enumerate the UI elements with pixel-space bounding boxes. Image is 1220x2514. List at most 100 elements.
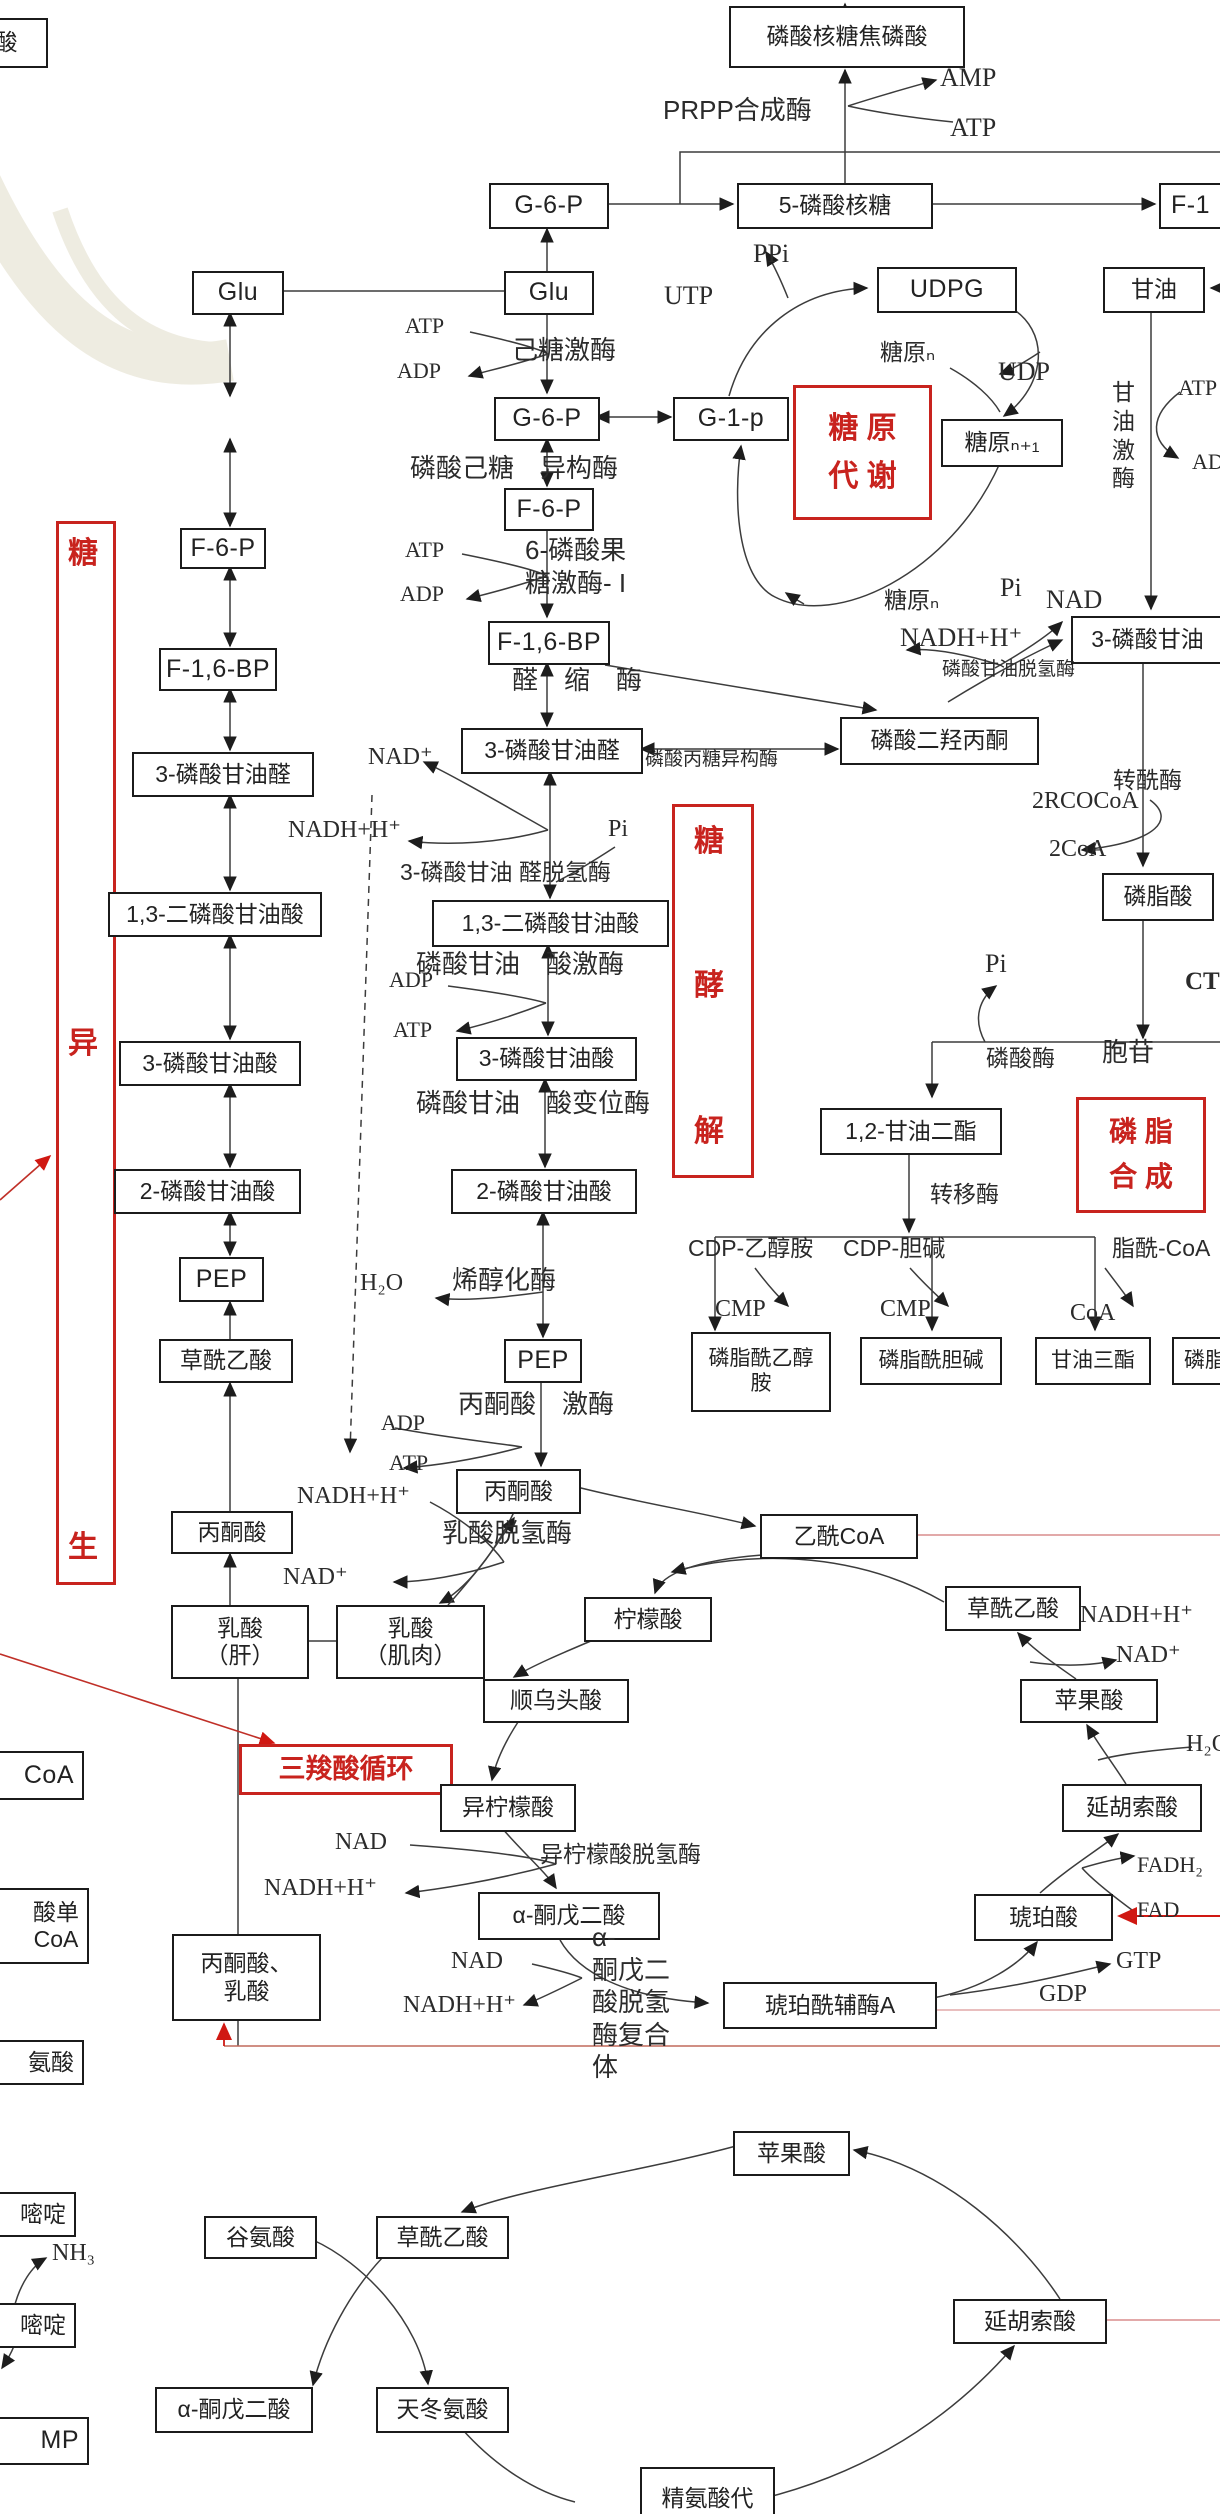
pi-gapdh: Pi (608, 816, 629, 842)
adp-hexokinase: ADP (397, 358, 442, 383)
hexose-p-isomerase: 磷酸己糖 异构酶 (410, 453, 619, 483)
mp-cut: MP (0, 2417, 89, 2465)
glycerol: 甘油 (1103, 267, 1205, 313)
pc: 磷脂酰胆碱 (860, 1337, 1002, 1385)
pg-kinase: 磷酸甘油 酸激酶 (416, 949, 625, 979)
nadh-gapdh: NADH+H⁺ (288, 817, 401, 843)
atp-hexokinase: ATP (405, 313, 445, 338)
adp-glycerol-kinase: ADP (1192, 449, 1220, 474)
atp-pk: ATP (389, 1450, 429, 1475)
succinyl-coa: 琥珀酰辅酶A (723, 1982, 937, 2029)
pep-mid: PEP (504, 1339, 582, 1383)
pyrimidine1-cut: 嘧啶 (0, 2192, 76, 2237)
nadh-ldh: NADH+H⁺ (297, 1483, 410, 1509)
rcocoa: 2RCOCoA (1032, 788, 1139, 814)
prpp: 磷酸核糖焦磷酸 (729, 6, 965, 68)
adp-pk: ADP (381, 1410, 426, 1435)
aldolase: 醛 缩 酶 (512, 665, 643, 695)
pg-mutase: 磷酸甘油 酸变位酶 (416, 1088, 651, 1118)
fumarate-bottom: 延胡索酸 (953, 2299, 1107, 2344)
f6p-left: F-6-P (180, 528, 266, 569)
coa-cut: CoA (0, 1751, 84, 1800)
glycolysis-box (672, 804, 754, 1178)
acyl-transferase: 转酰酶 (1113, 767, 1182, 793)
arginine-cut: 精氨酸代 (640, 2467, 775, 2514)
bpg-mid: 1,3-二磷酸甘油酸 (432, 900, 669, 947)
glycerol-p-dehydrogenase: 磷酸甘油脱氢酶 (942, 659, 1076, 680)
g1p: G-1-p (673, 397, 789, 441)
triose-p-isomerase: 磷酸丙糖异构酶 (645, 749, 779, 770)
acyl-coa: 脂酰-CoA (1112, 1235, 1211, 1261)
gly-char-jie: 解 (694, 1115, 724, 1148)
gly3ald-left: 3-磷酸甘油醛 (132, 752, 314, 797)
phosphatase: 磷酸酶 (986, 1045, 1055, 1071)
bpg-left: 1,3-二磷酸甘油酸 (108, 892, 322, 937)
nadh-gpd: NADH+H⁺ (900, 623, 1023, 652)
glycogen-n-right: 糖原ₙ (884, 587, 940, 613)
pyruvate-left: 丙酮酸 (171, 1511, 293, 1554)
atp-prpp: ATP (950, 113, 997, 142)
gng-char-yi: 异 (68, 1027, 98, 1060)
gng-char-tang: 糖 (68, 537, 98, 570)
citrate: 柠檬酸 (584, 1597, 712, 1642)
pep-left: PEP (179, 1257, 264, 1302)
adp-pgk: ADP (389, 967, 434, 992)
cmp1: CMP (715, 1296, 766, 1322)
glycerol-kinase: 甘 油 激 酶 (1112, 379, 1135, 492)
nh3: NH₃ (52, 2240, 96, 2266)
f16bp-left: F-1,6-BP (159, 648, 277, 691)
nadh-mdh: NADH+H⁺ (1080, 1602, 1193, 1628)
f16bp-mid: F-1,6-BP (488, 621, 610, 665)
pg2-mid: 2-磷酸甘油酸 (451, 1169, 637, 1214)
aminoacid-cut: 氨酸 (0, 2040, 84, 2085)
dhap: 磷酸二羟丙酮 (840, 717, 1039, 765)
tca-cycle-label: 三羧酸循环 (239, 1744, 453, 1795)
cmp2: CMP (880, 1296, 931, 1322)
glu-mid: Glu (504, 271, 594, 315)
f1-cut: F-1 (1159, 183, 1220, 229)
phosphatidic-acid: 磷脂酸 (1102, 873, 1214, 921)
gly-char-jiao: 酵 (694, 969, 724, 1002)
cytidine-cut: 胞苷 (1102, 1037, 1155, 1067)
fumarate-tca: 延胡索酸 (1062, 1784, 1202, 1832)
g6p-top: G-6-P (489, 183, 609, 229)
glycogen-n-top: 糖原ₙ (880, 339, 936, 365)
pg3-left: 3-磷酸甘油酸 (119, 1041, 301, 1086)
gapdh: 3-磷酸甘油 醛脱氢酶 (400, 859, 611, 885)
h2o-enolase: H₂O (360, 1270, 404, 1296)
red-edges (0, 1154, 1220, 2321)
transferase: 转移酶 (930, 1181, 999, 1207)
pg2-left: 2-磷酸甘油酸 (114, 1169, 301, 1214)
glycerol-3-p: 3-磷酸甘油 (1071, 616, 1220, 664)
g6p-mid: G-6-P (494, 397, 600, 441)
pyruvate-kinase: 丙酮酸 激酶 (458, 1389, 615, 1419)
atp-pfk: ATP (405, 537, 445, 562)
akg-dehydrogenase-complex: α- 酮戊二 酸脱氢 酶复合 体 (592, 1922, 671, 2082)
glutamate: 谷氨酸 (204, 2216, 317, 2259)
acid-cut-topleft: 酸 (0, 18, 48, 68)
acetyl-coa: 乙酰CoA (760, 1514, 918, 1559)
gly-char-tang: 糖 (694, 825, 724, 858)
pyruvate-lactate: 丙酮酸、 乳酸 (172, 1934, 321, 2021)
phospholipid-box: 磷 脂 合 成 (1076, 1097, 1206, 1213)
utp: UTP (664, 281, 714, 310)
oaa-tca: 草酰乙酸 (945, 1586, 1081, 1631)
nadh-icdh: NADH+H⁺ (264, 1875, 377, 1901)
ribose-5-p: 5-磷酸核糖 (737, 183, 933, 229)
enolase: 烯醇化酶 (452, 1265, 557, 1295)
pfk1: 6-磷酸果 糖激酶- I (525, 535, 627, 598)
hexokinase: 己糖激酶 (512, 335, 617, 365)
watermark-swoosh (0, 175, 234, 385)
pyruvate-mid: 丙酮酸 (456, 1469, 581, 1514)
f6p-mid: F-6-P (504, 488, 594, 531)
h2o-tca: H₂O (1186, 1731, 1220, 1757)
dag: 1,2-甘油二酯 (820, 1108, 1002, 1155)
pe: 磷脂酰乙醇 胺 (691, 1332, 831, 1412)
pi-big: Pi (985, 949, 1007, 978)
atp-glycerol-kinase: ATP (1178, 375, 1218, 400)
lactate-muscle: 乳酸 （肌肉） (336, 1605, 485, 1679)
amp: AMP (940, 63, 997, 92)
oaa-left: 草酰乙酸 (159, 1339, 293, 1383)
nadh-akgdh: NADH+H⁺ (403, 1992, 516, 2018)
